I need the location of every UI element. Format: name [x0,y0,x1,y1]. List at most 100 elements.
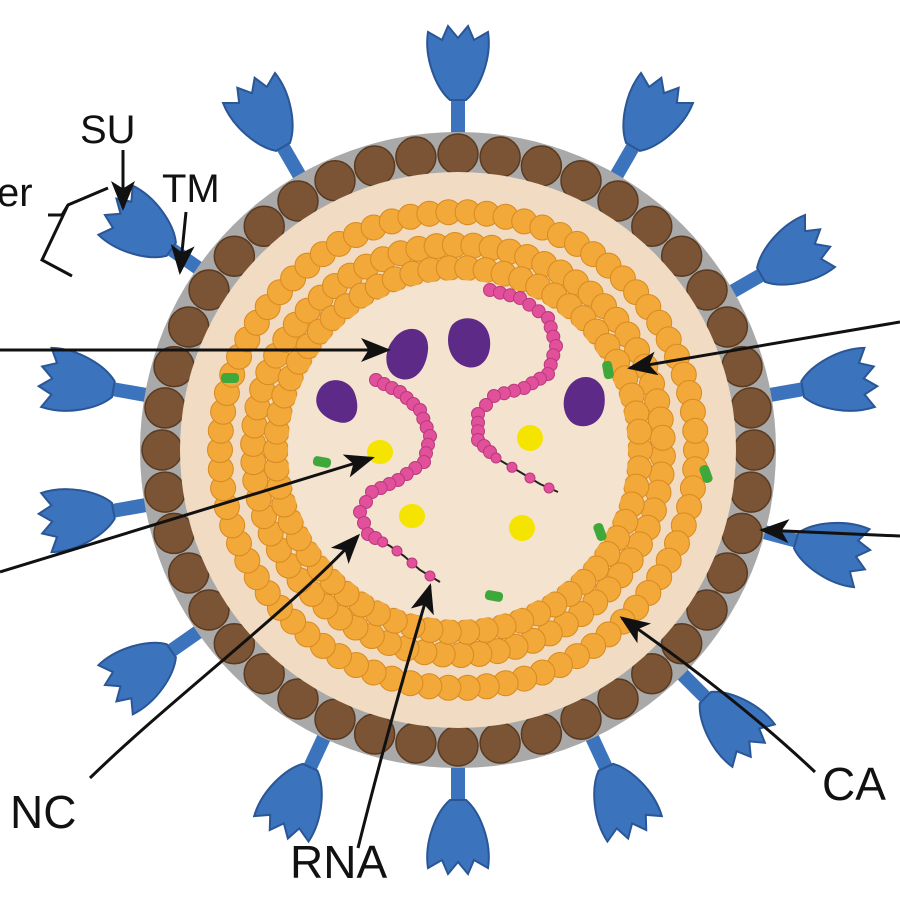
matrix-bead [243,652,285,695]
arrow-to-yellow-enzyme [0,454,375,574]
enzyme-yellow-4 [509,515,535,541]
matrix-bead [395,136,437,178]
spike-stalk [110,381,152,403]
label-rna: RNA [290,836,387,888]
spike-head [36,346,116,412]
spike-glycoprotein-icon [221,71,309,184]
label-ca: CA [822,758,886,810]
capsid-bead [649,424,676,451]
label-tm: TM [162,167,220,211]
spike-stalk [673,665,712,704]
spike-stalk [165,623,207,658]
matrix-bead [721,512,763,555]
rna-bead [487,389,501,403]
rna-bead [506,461,518,473]
green-protein [221,373,239,383]
green-protein [602,360,614,380]
spike-glycoprotein-icon [252,729,333,844]
matrix-bead [437,133,479,175]
spike-glycoproteins [36,24,880,876]
matrix-bead [686,269,728,311]
matrix-bead [188,589,230,631]
matrix-bead [597,180,639,222]
spike-glycoprotein-icon [757,521,873,589]
matrix-bead [188,269,230,311]
spike-stalk [607,141,641,184]
matrix-layer [141,133,775,767]
matrix-bead [597,678,639,720]
dimer-bracket [40,186,109,278]
purple-enzymes [316,318,605,427]
matrix-bead [213,623,256,665]
spike-head [252,762,323,844]
label-dimer-partial: er [0,171,33,215]
matrix-bead [733,429,775,471]
spike-glycoprotein-icon [36,488,152,554]
spike-stalk [764,381,806,403]
matrix-bead [631,652,673,695]
matrix-bead [437,725,479,767]
spike-glycoprotein-icon [426,762,490,876]
spike-glycoprotein-icon [426,24,490,138]
matrix-bead [395,722,437,764]
enzyme-purple-4 [563,377,605,427]
enzyme-yellow-3 [399,504,425,528]
matrix-bead [520,713,563,755]
spike-head [96,641,177,716]
spike-head [792,521,873,589]
matrix-bead [686,589,728,631]
spike-stalk [724,267,767,301]
label-su: SU [80,108,136,152]
capsid-bead [626,418,653,445]
matrix-bead [141,429,183,471]
rna-bead [524,472,536,484]
matrix-bead [243,205,285,248]
matrix-bead [213,235,256,277]
arrow-nc [88,533,361,780]
rna-bead [479,398,493,412]
spike-stalk [583,729,614,772]
green-protein [484,590,504,602]
matrix-bead [277,180,319,222]
enzyme-purple-1 [386,328,429,380]
spike-stalk [275,141,309,184]
spike-glycoprotein-icon [724,213,837,301]
enzyme-purple-2 [448,318,491,368]
green-protein [593,522,607,542]
matrix-bead [353,145,396,187]
label-nc: NC [10,786,76,838]
matrix-bead [660,235,703,277]
spike-glycoprotein-icon [36,346,152,412]
spike-head [698,690,777,769]
arrow-ca [619,616,817,774]
arrow-to-green-protein [627,320,900,376]
spike-head [36,488,116,554]
matrix-bead [479,722,521,764]
spike-stalk [302,729,333,772]
spike-stalk [451,98,465,138]
matrix-bead [479,136,521,178]
spike-head [593,762,664,844]
rna-bead [424,570,436,582]
pointer-arrows [0,150,900,849]
spike-head [756,213,837,286]
enzyme-yellow-1 [367,440,393,464]
spike-head [800,346,880,412]
spike-glycoprotein-icon [583,729,664,844]
spike-stalk [451,762,465,802]
spike-glycoprotein-icon [607,71,695,184]
arrow-to-matrix [759,519,900,544]
enzyme-yellow-2 [517,425,543,451]
matrix-bead [277,678,319,720]
green-protein [699,464,713,484]
rna-bead [391,545,403,557]
spike-head [221,71,294,152]
green-proteins [221,360,713,602]
spike-glycoprotein-icon [764,346,880,412]
enzyme-purple-3 [316,380,358,423]
arrow-tm [170,211,195,275]
spike-stalk [110,497,152,519]
matrix-bead [144,471,186,513]
green-protein [312,456,332,468]
